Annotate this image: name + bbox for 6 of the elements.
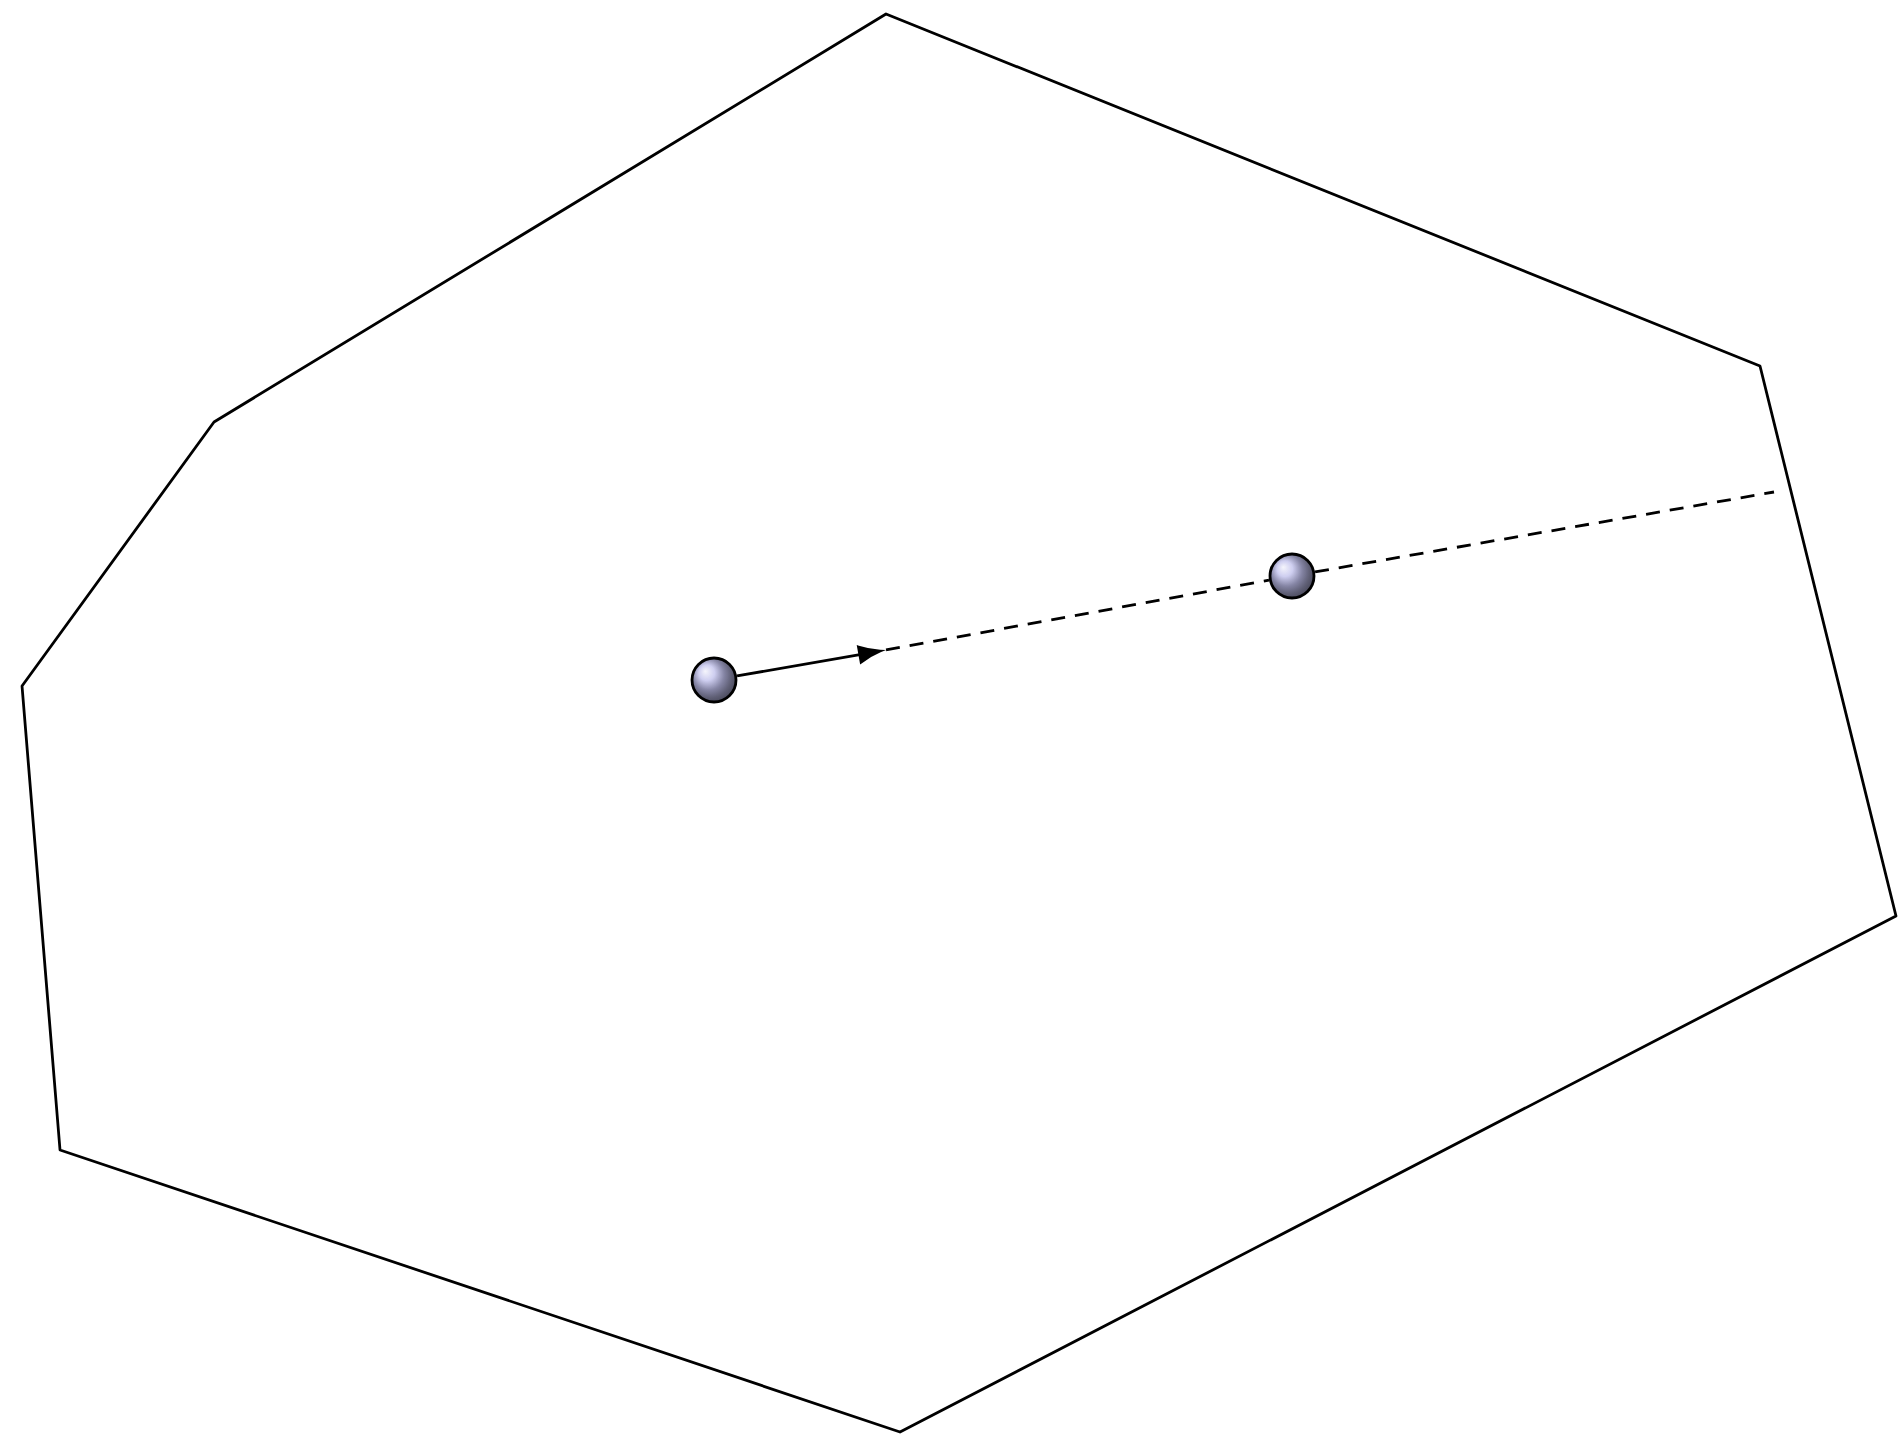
arrow <box>736 645 882 678</box>
dashed-line <box>885 578 1270 652</box>
circle <box>1268 552 1316 600</box>
circle <box>690 656 738 704</box>
polygon <box>20 12 1898 1434</box>
dashed-line <box>1314 490 1775 574</box>
